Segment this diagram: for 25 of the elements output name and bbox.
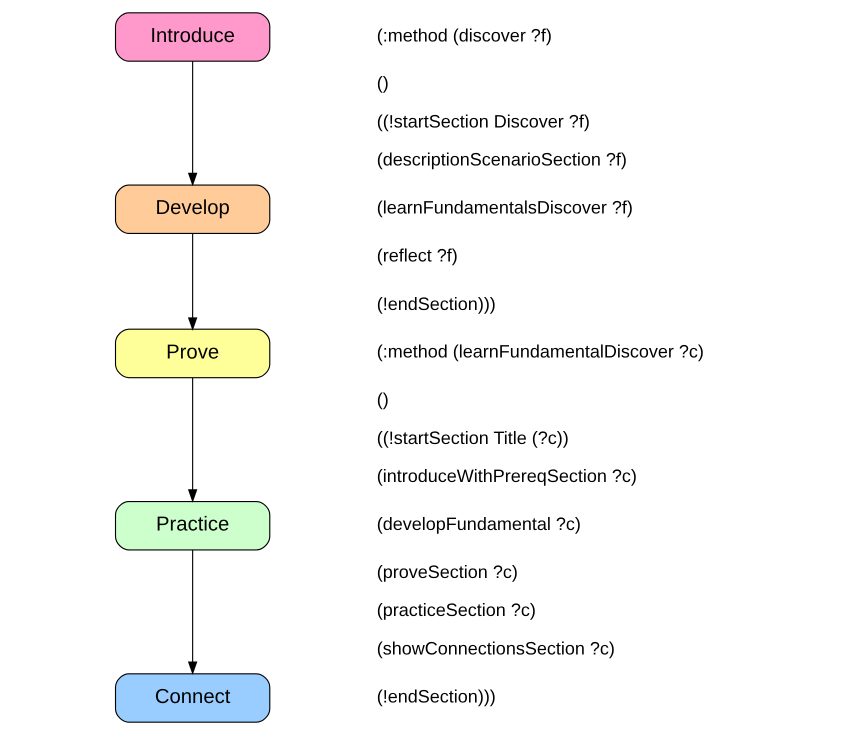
- label: (showConnectionsSection ?c): [376, 638, 615, 658]
- arrow: [188, 550, 198, 676]
- node-box: Connect: [114, 673, 270, 723]
- label: ((!startSection Title (?c)): [376, 428, 569, 448]
- node-box: Prove: [114, 328, 270, 378]
- label: (): [376, 73, 389, 94]
- arrow: [188, 378, 198, 503]
- label: (): [376, 390, 389, 410]
- label: (reflect ?f): [376, 245, 458, 266]
- label: (introduceWithPrereqSection ?c): [376, 466, 637, 486]
- label: (descriptionScenarioSection ?f): [376, 150, 627, 170]
- label: (!endSection))): [376, 686, 496, 706]
- label: (:method (discover ?f): [376, 25, 552, 46]
- label: (developFundamental ?c): [376, 514, 581, 534]
- arrow: [188, 234, 198, 331]
- node-box: Introduce: [114, 12, 270, 62]
- label: (:method (learnFundamentalDiscover ?c): [376, 342, 704, 362]
- label: (practiceSection ?c): [376, 600, 536, 620]
- arrow: [188, 61, 198, 186]
- label: (proveSection ?c): [376, 562, 518, 582]
- node-box: Develop: [114, 184, 270, 234]
- node-box: Practice: [114, 500, 270, 550]
- label: (learnFundamentalsDiscover ?f): [376, 198, 633, 218]
- label: (!endSection))): [376, 294, 496, 314]
- label: ((!startSection Discover ?f): [376, 111, 590, 132]
